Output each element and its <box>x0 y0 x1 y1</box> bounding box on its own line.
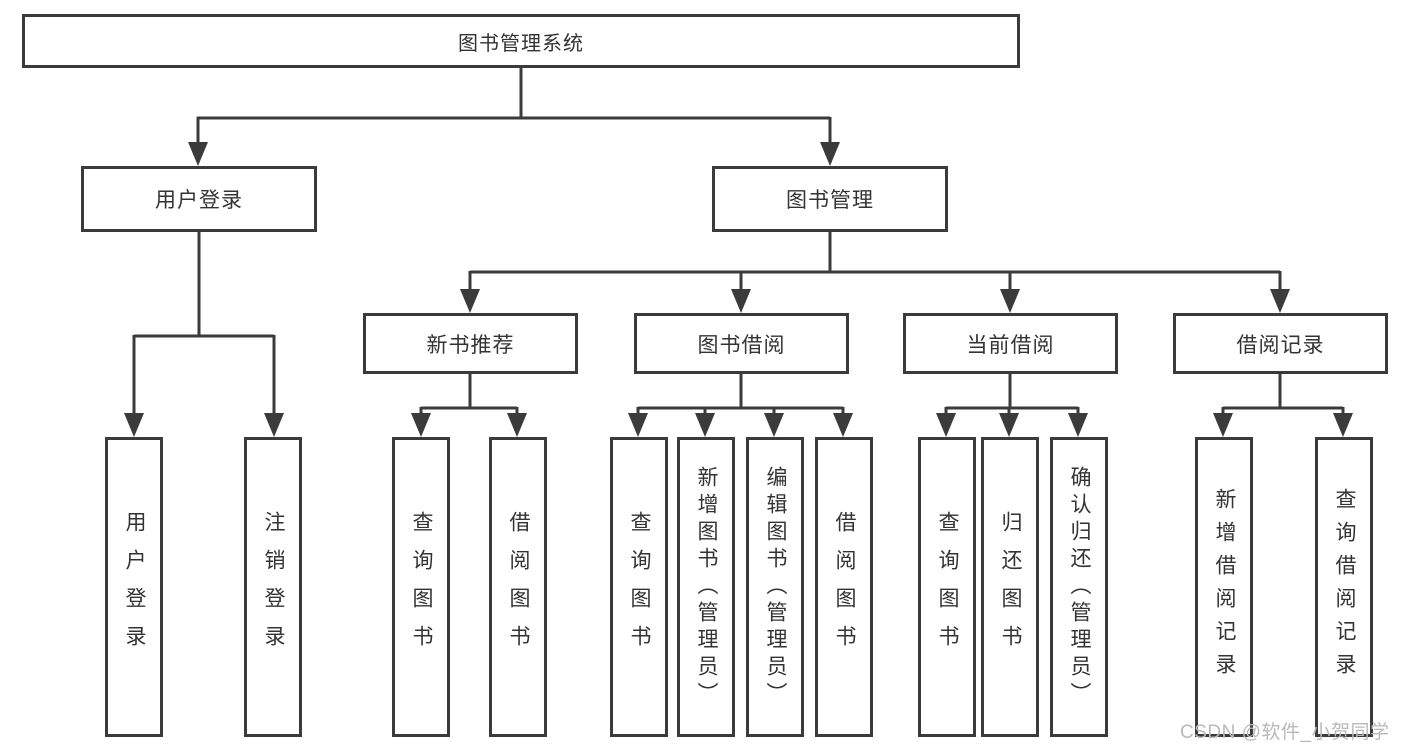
leaf-add-books-admin: 新增图书（管理员） <box>677 437 735 737</box>
arrow-down-icon <box>936 413 956 437</box>
leaf-label: 编辑图书（管理员） <box>764 465 787 709</box>
leaf-query-books-borrow: 查询图书 <box>610 437 668 737</box>
leaf-query-books-recommend: 查询图书 <box>392 437 450 737</box>
leaf-label: 新增图书（管理员） <box>695 465 718 709</box>
leaf-edit-books-admin: 编辑图书（管理员） <box>746 437 804 737</box>
node-label: 借阅记录 <box>1236 333 1325 357</box>
arrow-down-icon <box>1068 413 1088 437</box>
leaf-add-borrow-record: 新增借阅记录 <box>1195 437 1253 737</box>
arrow-down-icon <box>820 142 840 166</box>
arrow-down-icon <box>264 413 284 437</box>
node-current-borrow: 当前借阅 <box>903 313 1118 374</box>
leaf-logout: 注销登录 <box>244 437 302 737</box>
leaf-label: 查询图书 <box>936 511 959 663</box>
node-root-label: 图书管理系统 <box>458 32 584 55</box>
leaf-label: 借阅图书 <box>833 511 856 663</box>
arrow-down-icon <box>507 413 527 437</box>
watermark: CSDN @软件_小贺同学 <box>1180 722 1390 743</box>
arrow-down-icon <box>1333 413 1353 437</box>
node-label: 图书借阅 <box>697 333 786 357</box>
node-new-book-recommend: 新书推荐 <box>363 313 578 374</box>
leaf-label: 借阅图书 <box>507 511 530 663</box>
leaf-return-books: 归还图书 <box>981 437 1039 737</box>
arrow-down-icon <box>1000 289 1020 313</box>
leaf-confirm-return-admin: 确认归还（管理员） <box>1050 437 1108 737</box>
node-user-login: 用户登录 <box>81 166 317 232</box>
arrowhead-group <box>124 142 1353 437</box>
arrow-down-icon <box>460 289 480 313</box>
arrow-down-icon <box>833 413 853 437</box>
arrow-down-icon <box>731 289 751 313</box>
arrow-down-icon <box>764 413 784 437</box>
leaf-user-login: 用户登录 <box>105 437 163 737</box>
leaf-label: 查询借阅记录 <box>1333 488 1356 686</box>
arrow-down-icon <box>411 413 431 437</box>
leaf-borrow-books-recommend: 借阅图书 <box>489 437 547 737</box>
leaf-label: 确认归还（管理员） <box>1068 465 1091 709</box>
arrow-down-icon <box>999 413 1019 437</box>
leaf-label: 新增借阅记录 <box>1213 488 1236 686</box>
arrow-down-icon <box>124 413 144 437</box>
leaf-borrow-books: 借阅图书 <box>815 437 873 737</box>
leaf-label: 查询图书 <box>628 511 651 663</box>
node-root: 图书管理系统 <box>22 14 1020 68</box>
leaf-label: 注销登录 <box>262 511 285 663</box>
leaf-label: 归还图书 <box>999 511 1022 663</box>
arrow-down-icon <box>188 142 208 166</box>
node-book-management-label: 图书管理 <box>786 189 874 212</box>
leaf-label: 查询图书 <box>410 511 433 663</box>
arrow-down-icon <box>695 413 715 437</box>
leaf-label: 用户登录 <box>123 511 146 663</box>
node-label: 新书推荐 <box>426 333 515 357</box>
arrow-down-icon <box>628 413 648 437</box>
node-book-management: 图书管理 <box>712 166 948 232</box>
leaf-query-books-current: 查询图书 <box>918 437 976 737</box>
node-label: 当前借阅 <box>966 333 1055 357</box>
leaf-query-borrow-record: 查询借阅记录 <box>1315 437 1373 737</box>
arrow-down-icon <box>1213 413 1233 437</box>
arrow-down-icon <box>1270 289 1290 313</box>
node-borrow-records: 借阅记录 <box>1173 313 1388 374</box>
node-user-login-label: 用户登录 <box>155 189 243 212</box>
node-book-borrow: 图书借阅 <box>634 313 849 374</box>
